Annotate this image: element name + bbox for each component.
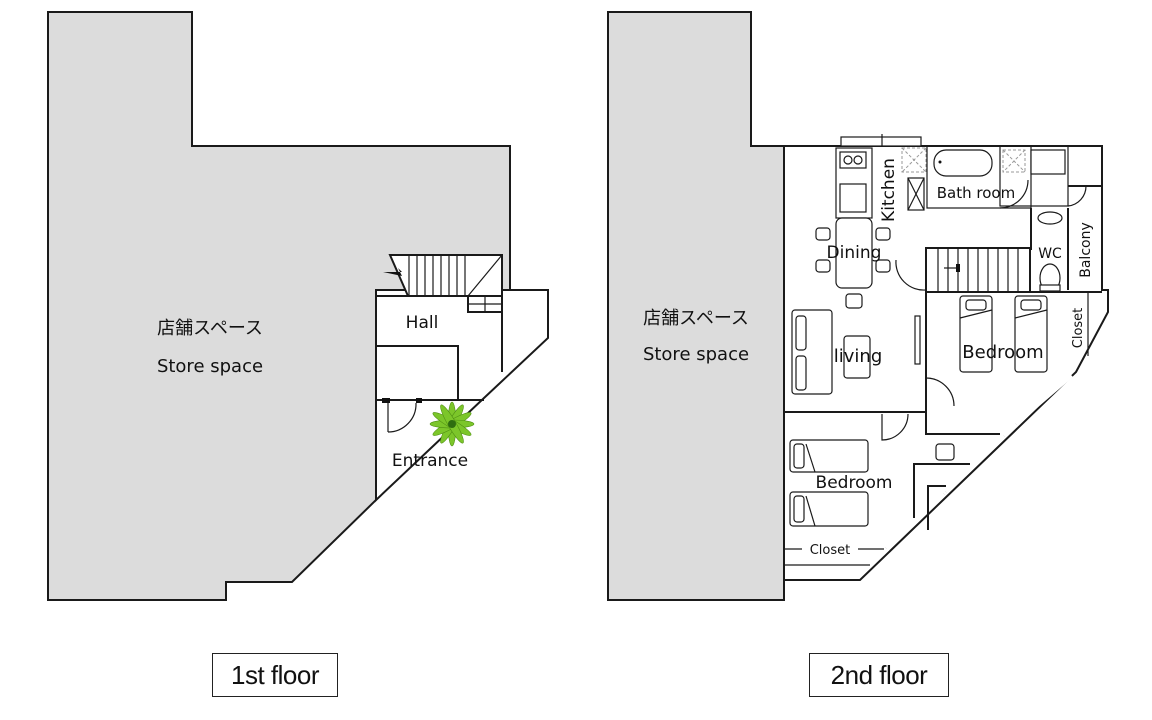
dining-table	[835, 217, 873, 289]
bathroom-label: Bath room	[937, 184, 1015, 202]
living-label: living	[834, 346, 883, 367]
floor-2-stairs	[925, 247, 1031, 293]
sink-icon	[839, 183, 867, 213]
floor-1-stairs	[383, 254, 503, 313]
floor-2-caption: 2nd floor	[809, 653, 949, 697]
kitchen-label: Kitchen	[879, 158, 899, 222]
floor-1-caption: 1st floor	[212, 653, 338, 697]
tv-stand	[914, 315, 921, 365]
floor-2-plan: 店舗スペース Store space Kitchen Bath room Din…	[607, 11, 1109, 601]
window-strip	[884, 374, 1073, 550]
closet-west-label: Closet	[810, 543, 851, 558]
floor-1-plan: 店舗スペース Store space Hall Entrance	[47, 11, 549, 601]
washbasin-icon	[1030, 149, 1066, 175]
floor-2-store-label-en: Store space	[643, 344, 749, 365]
potted-plant-icon	[429, 401, 475, 447]
bed-icon	[959, 295, 993, 373]
closet-east-label: Closet	[1071, 308, 1086, 349]
bed-icon	[789, 439, 869, 473]
bed-icon	[1014, 295, 1048, 373]
stairs-arrow-icon	[956, 264, 960, 272]
coffee-table	[843, 335, 871, 379]
bed-icon	[789, 491, 869, 527]
bathtub-icon	[933, 149, 993, 177]
hall-label: Hall	[406, 313, 439, 333]
floor-2-store-space	[607, 11, 785, 601]
floor-1-store-label-jp: 店舗スペース	[157, 318, 263, 339]
balcony-label: Balcony	[1078, 222, 1094, 278]
bedroom-east-label: Bedroom	[962, 342, 1043, 363]
bedroom-west-label: Bedroom	[816, 473, 893, 493]
floor-1-entrance-door	[382, 398, 422, 433]
entrance-label: Entrance	[392, 451, 468, 471]
floor-2-store-label-jp: 店舗スペース	[643, 308, 749, 329]
stairs-arrow-icon	[383, 268, 402, 276]
wc-label: WC	[1038, 246, 1062, 262]
floor-1-store-label-en: Store space	[157, 356, 263, 377]
dining-label: Dining	[827, 243, 882, 263]
